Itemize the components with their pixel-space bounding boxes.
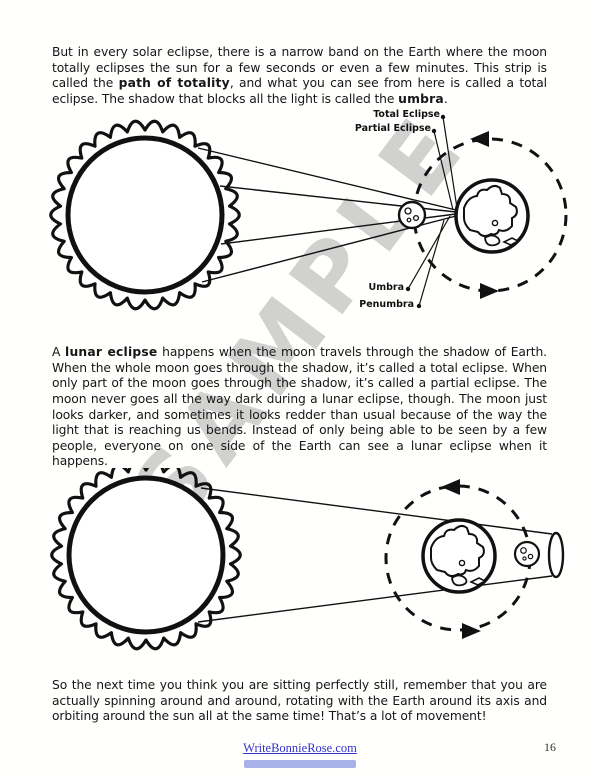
bold-umbra: umbra — [398, 92, 444, 107]
label-dots — [405, 114, 446, 309]
label-leader-lines — [407, 116, 458, 307]
paragraph-solar-eclipse: But in every solar eclipse, there is a n… — [52, 45, 547, 107]
total-eclipse-label: Total Eclipse — [373, 109, 440, 120]
website-link[interactable]: WriteBonnieRose.com — [243, 741, 357, 755]
paragraph-text: But in every solar eclipse, there is a n… — [52, 45, 547, 91]
orbit-arrow-left-icon — [441, 479, 460, 495]
paragraph-closing: So the next time you think you are sitti… — [52, 678, 547, 724]
lunar-eclipse-diagram — [0, 468, 600, 668]
bold-path-of-totality: path of totality — [118, 76, 230, 91]
lunar-eclipse-drawing — [50, 468, 565, 651]
paragraph-text: A — [52, 345, 66, 360]
moon-icon — [513, 540, 541, 568]
sun-icon — [50, 468, 242, 651]
orbit-arrow-right-icon — [480, 283, 499, 299]
footer: WriteBonnieRose.com — [0, 741, 600, 756]
partial-eclipse-label: Partial Eclipse — [354, 123, 431, 134]
orbit-arrow-left-icon — [470, 131, 489, 147]
paragraph-text: happens when the moon travels through th… — [52, 345, 547, 469]
shadow-cylinder-cap — [547, 531, 565, 579]
paragraph-lunar-eclipse: A lunar eclipse happens when the moon tr… — [52, 345, 547, 470]
moon-orbit-dashed-circle — [412, 137, 568, 293]
earth-icon — [421, 518, 497, 594]
shadow-cone-lines — [197, 487, 553, 623]
umbra-label: Umbra — [368, 282, 404, 293]
solar-eclipse-diagram — [0, 100, 600, 330]
paragraph-text: , and what you can see from here is call… — [52, 76, 547, 107]
orbit-arrow-right-icon — [462, 623, 481, 639]
bold-lunar-eclipse: lunar eclipse — [65, 345, 158, 360]
page-number: 16 — [544, 740, 556, 754]
footer-bar — [244, 760, 356, 768]
earth-icon — [454, 178, 530, 254]
paragraph-text: . — [443, 92, 448, 107]
penumbra-label: Penumbra — [359, 299, 414, 310]
moon-icon — [397, 200, 427, 230]
solar-eclipse-drawing — [49, 114, 568, 311]
sun-icon — [49, 119, 241, 311]
